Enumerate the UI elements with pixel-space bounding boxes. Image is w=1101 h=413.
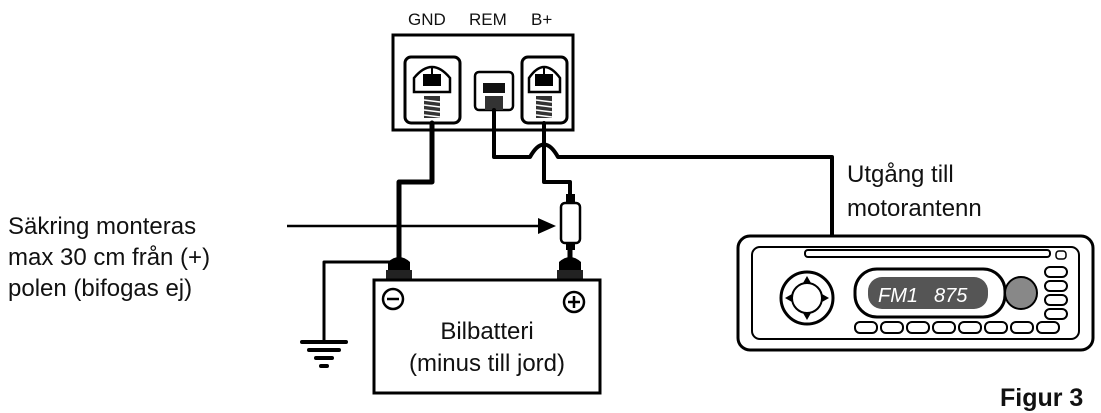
battery-name: Bilbatteri [440,318,534,345]
gnd-wire [396,120,435,265]
battery-note: (minus till jord) [408,350,566,377]
bplus-wire [542,121,572,200]
rem-terminal [473,70,515,112]
display-dial [1004,276,1038,310]
terminal-block [391,33,575,132]
battery-minus-clamp [386,257,412,280]
wires [322,108,834,344]
terminal-label-rem: REM [469,10,507,29]
fuse-note-line1: Säkring monteras [8,213,197,240]
fuse-note-line2: max 30 cm från (+) [8,244,211,271]
bplus-screw-terminal [520,55,569,125]
wiring-diagram: FM1 875 [287,33,1095,395]
right-side-buttons [1044,266,1068,320]
gnd-screw-terminal [403,55,462,125]
ground-wire [322,260,392,344]
radio-band-text: FM1 [878,285,918,307]
radio-frequency-text: 875 [934,285,968,307]
antenna-output-line2: motorantenn [847,195,982,222]
terminal-label-bplus: B+ [531,10,553,29]
antenna-output-line1: Utgång till [847,161,954,188]
figure-label: Figur 3 [1000,384,1084,412]
terminal-label-gnd: GND [408,10,446,29]
fuse-note-line3: polen (bifogas ej) [8,275,193,302]
fuse [559,194,582,250]
ground-icon [300,340,348,368]
battery-plus-clamp [557,257,583,280]
volume-knob-icon [779,270,835,326]
battery-body [372,278,602,395]
cd-slot [804,249,1051,258]
fuse-pointer-arrow [287,218,556,234]
car-radio: FM1 875 [736,234,1095,352]
preset-buttons [854,321,1060,334]
